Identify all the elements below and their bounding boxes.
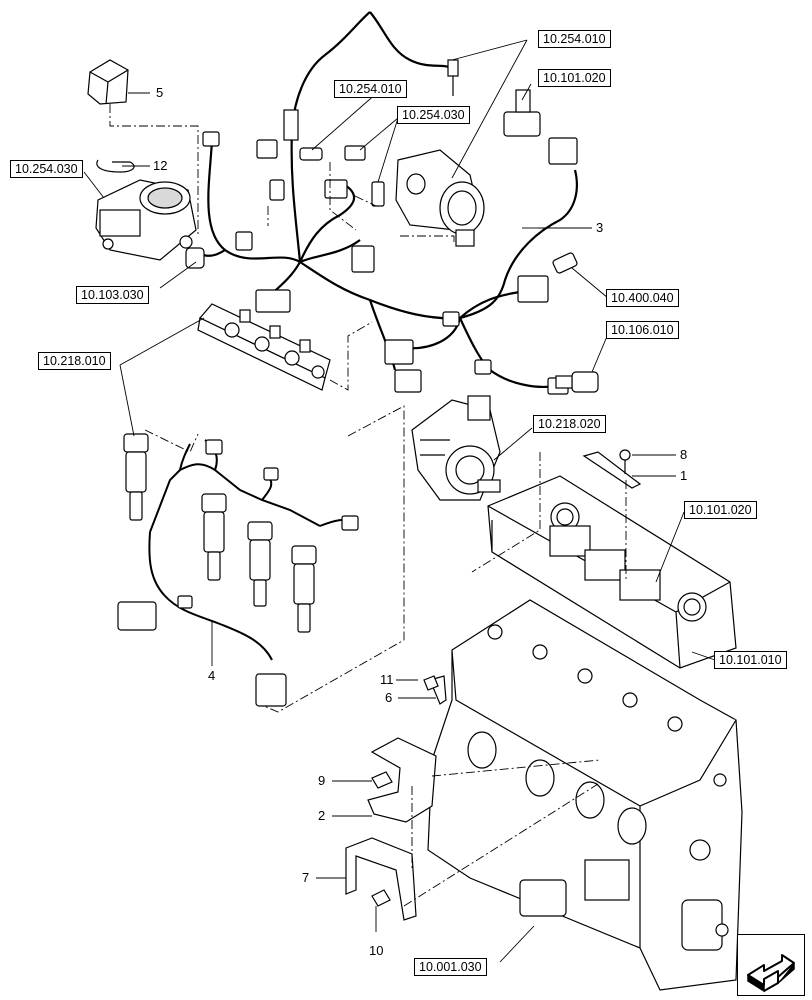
callout-5: 5 [156, 85, 164, 100]
ref-label-10-218-020[interactable]: 10.218.020 [533, 415, 606, 433]
egr-valve [395, 149, 485, 247]
common-rail [197, 303, 331, 391]
callout-9: 9 [318, 773, 326, 788]
injector-3 [247, 521, 273, 607]
bolts [371, 675, 439, 907]
pressure-sensor [503, 89, 541, 137]
ref-label-10-254-030-left[interactable]: 10.254.030 [10, 160, 83, 178]
speed-sensor [552, 252, 578, 274]
bracket-2 [367, 737, 437, 823]
arrow-glyph [747, 954, 795, 993]
injector-1 [123, 433, 149, 521]
ref-label-10-101-020-cover[interactable]: 10.101.020 [684, 501, 757, 519]
ref-label-10-101-020-top[interactable]: 10.101.020 [538, 69, 611, 87]
high-pressure-pump [411, 395, 501, 501]
ref-label-10-101-010[interactable]: 10.101.010 [714, 651, 787, 669]
ref-label-10-001-030[interactable]: 10.001.030 [414, 958, 487, 976]
wiring-harness [194, 11, 578, 388]
leader-lines [83, 39, 716, 963]
ref-label-10-254-010-mid[interactable]: 10.254.010 [334, 80, 407, 98]
crank-sensor [555, 371, 599, 393]
ref-label-10-400-040[interactable]: 10.400.040 [606, 289, 679, 307]
ref-label-10-103-030[interactable]: 10.103.030 [76, 286, 149, 304]
callout-3: 3 [596, 220, 604, 235]
ref-label-10-218-010[interactable]: 10.218.010 [38, 352, 111, 370]
ref-label-10-106-010[interactable]: 10.106.010 [606, 321, 679, 339]
injectors [123, 433, 317, 633]
callout-7: 7 [302, 870, 310, 885]
sensor-bracket [185, 247, 205, 269]
callout-2: 2 [318, 808, 326, 823]
ref-label-10-254-010-top[interactable]: 10.254.010 [538, 30, 611, 48]
assembly-lines [109, 104, 627, 907]
throttle-body [95, 179, 197, 261]
callout-1: 1 [680, 468, 688, 483]
bracket-1 [582, 449, 642, 489]
harness-connectors-4 [117, 439, 359, 707]
injector-2 [201, 493, 227, 581]
callout-10: 10 [369, 943, 384, 958]
clip-12 [96, 159, 135, 173]
callout-8: 8 [680, 447, 688, 462]
injector-4 [291, 545, 317, 633]
engine-block [427, 599, 743, 991]
callout-6: 6 [385, 690, 393, 705]
valve-cover [487, 475, 737, 669]
next-page-arrow-icon[interactable] [737, 934, 805, 996]
callout-12: 12 [153, 158, 168, 173]
callout-4: 4 [208, 668, 216, 683]
ref-label-10-254-030-mid[interactable]: 10.254.030 [397, 106, 470, 124]
callout-11: 11 [380, 672, 394, 687]
connector-cap [87, 59, 129, 105]
bracket-7 [345, 837, 417, 921]
temperature-sensor [299, 145, 385, 207]
harness-connectors [202, 131, 578, 395]
